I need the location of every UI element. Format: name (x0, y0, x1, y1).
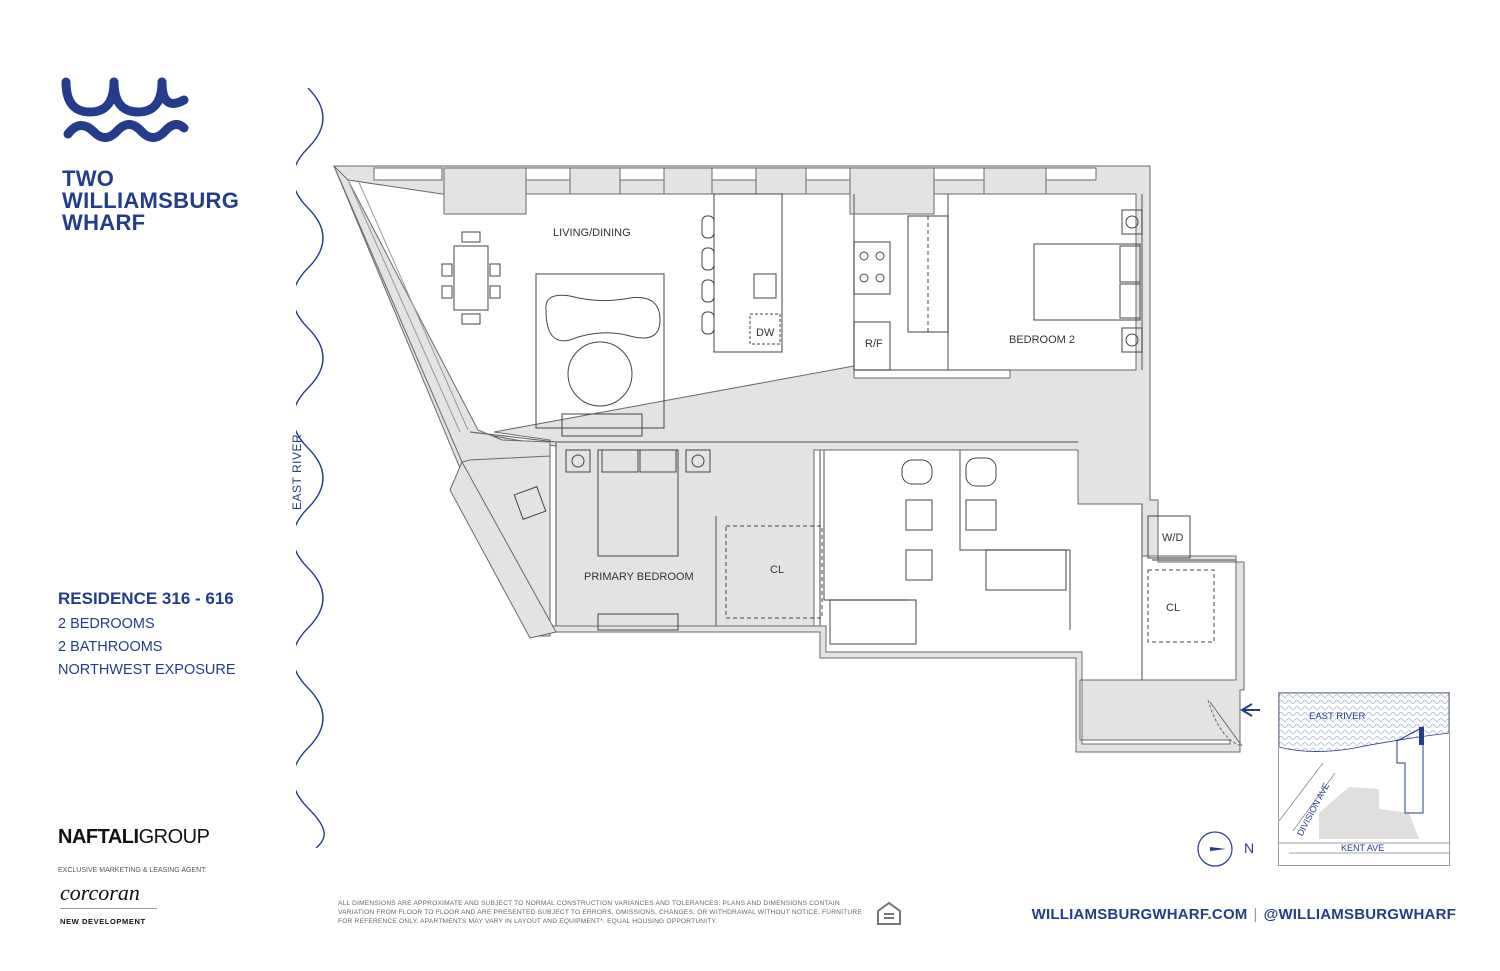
entry-arrow-icon (1240, 703, 1260, 717)
agent-caption: EXCLUSIVE MARKETING & LEASING AGENT: (58, 867, 207, 874)
primary-furniture (513, 449, 823, 631)
label-washer-dryer: W/D (1162, 532, 1184, 544)
walls (333, 165, 1245, 753)
key-map-block (1319, 787, 1419, 839)
agent-logo: corcoran (60, 880, 140, 905)
exposure: NORTHWEST EXPOSURE (58, 662, 236, 678)
agent-divider (60, 908, 157, 909)
developer-logo: NAFTALIGROUP (58, 826, 210, 849)
dishwasher (749, 313, 781, 345)
hall-closet (1147, 569, 1215, 643)
river-label: EAST RIVER (290, 433, 304, 510)
sofa (545, 294, 661, 342)
kitchen-island (713, 193, 783, 353)
label-closet-hall: CL (1166, 602, 1181, 614)
room-label-bedroom2: BEDROOM 2 (1009, 334, 1076, 346)
label-fridge: R/F (865, 338, 883, 350)
washer-dryer (1147, 515, 1191, 559)
key-map-drawing (1279, 693, 1449, 854)
bathrooms-count: 2 BATHROOMS (58, 639, 163, 655)
living-rug (535, 273, 665, 429)
developer-name-bold: NAFTALI (58, 826, 139, 848)
website-link[interactable]: WILLIAMSBURGWHARF.COM (1031, 906, 1248, 923)
developer-name-light: GROUP (138, 826, 210, 848)
bathroom-fixtures (829, 457, 1215, 645)
label-dishwasher: DW (756, 327, 775, 339)
key-map-river-label: EAST RIVER (1309, 711, 1366, 722)
key-map-unit (1419, 727, 1424, 745)
room-label-primary: PRIMARY BEDROOM (584, 571, 694, 583)
key-map: EAST RIVER DIVISION AVE KENT AVE (1278, 692, 1450, 866)
wharf-logo-icon (61, 77, 189, 142)
brand-line-2: WILLIAMSBURG (62, 188, 240, 213)
sink (753, 273, 777, 299)
entry-door (1207, 699, 1243, 747)
bedroom2-furniture (1033, 209, 1143, 353)
agent-division: NEW DEVELOPMENT (60, 917, 146, 926)
legal-disclaimer: All dimensions are approximate and subje… (338, 900, 862, 925)
coffee-table (567, 341, 633, 407)
range (853, 241, 891, 295)
room-label-living: LIVING/DINING (553, 227, 631, 239)
dining-table (453, 245, 489, 311)
footer-separator: | (1253, 906, 1258, 923)
compass-label: N (1244, 840, 1255, 856)
equal-housing-icon (877, 901, 901, 925)
river-wave-icon (296, 88, 325, 848)
primary-closet (725, 525, 823, 619)
west-wall (333, 165, 557, 639)
brand-line-3: WHARF (62, 210, 146, 235)
fridge (853, 321, 891, 371)
brand-name: TWO WILLIAMSBURG WHARF (62, 168, 239, 234)
floor-plan (333, 165, 1260, 753)
primary-dresser (597, 613, 679, 631)
residence-title: RESIDENCE 316 - 616 (58, 589, 234, 608)
footer-links: WILLIAMSBURGWHARF.COM | @WILLIAMSBURGWHARF (1032, 906, 1456, 923)
social-link[interactable]: @WILLIAMSBURGWHARF (1263, 906, 1456, 923)
brand-line-1: TWO (62, 166, 115, 191)
label-closet-primary: CL (770, 564, 785, 576)
living-furniture (441, 193, 949, 437)
bedrooms-count: 2 BEDROOMS (58, 616, 155, 632)
compass-icon (1197, 831, 1233, 867)
key-map-river (1279, 693, 1449, 752)
key-map-street-kent: KENT AVE (1341, 843, 1385, 853)
primary-chair (513, 486, 547, 520)
media-console (561, 413, 643, 437)
